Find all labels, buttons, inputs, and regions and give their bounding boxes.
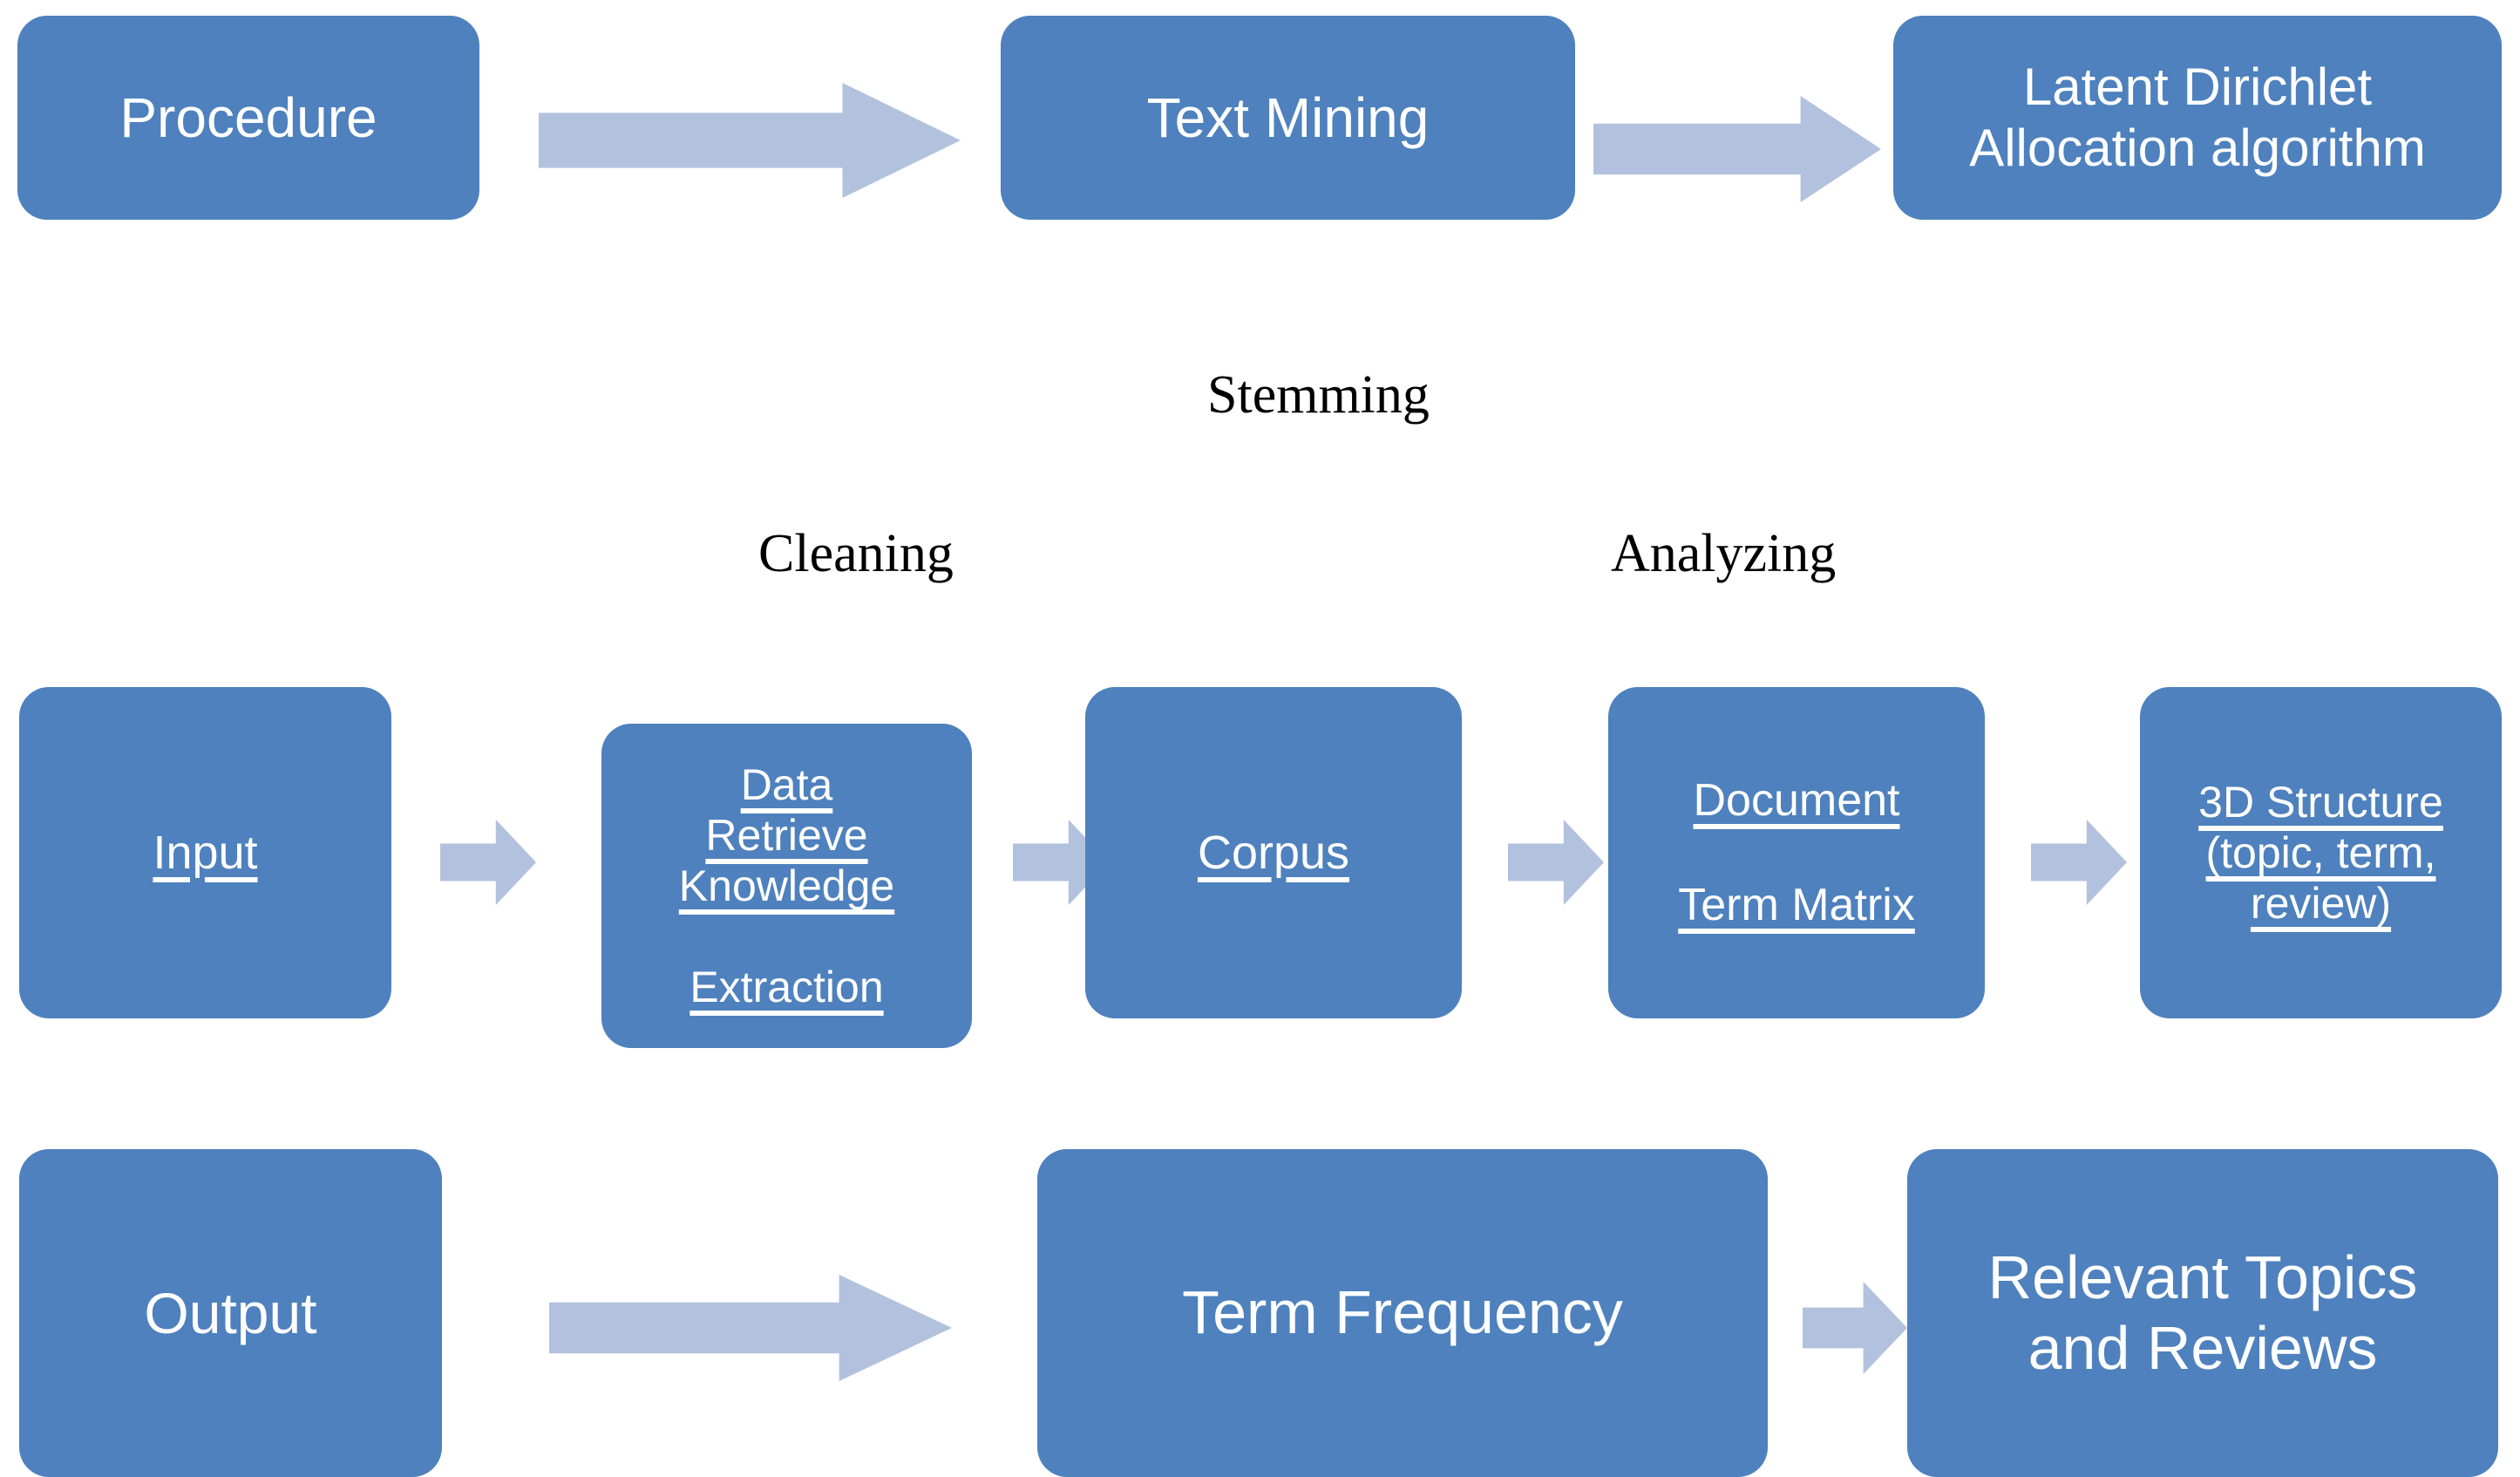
box-input[interactable]: Input bbox=[19, 687, 391, 1018]
caption-analyzing: Analyzing bbox=[1611, 524, 1837, 583]
box-text-mining-label: Text Mining bbox=[1146, 85, 1430, 149]
box-relevant-topics-and-reviews[interactable]: Relevant Topics and Reviews bbox=[1907, 1149, 2498, 1477]
box-document-term-matrix[interactable]: Document Term Matrix bbox=[1608, 687, 1985, 1018]
box-3d-structure-label: 3D Structure (topic, term, review) bbox=[2198, 778, 2443, 928]
box-corpus[interactable]: Corpus bbox=[1085, 687, 1462, 1018]
box-document-term-matrix-label: Document Term Matrix bbox=[1678, 774, 1915, 931]
box-output[interactable]: Output bbox=[19, 1149, 442, 1477]
box-term-frequency[interactable]: Term Frequency bbox=[1037, 1149, 1768, 1477]
box-lda-algorithm-label: Latent Dirichlet Allocation algorithm bbox=[1969, 58, 2426, 177]
box-data-retrieve-knowledge-extraction[interactable]: Data Retrieve Knowledge Extraction bbox=[601, 724, 972, 1048]
arrow-text-mining-to-lda bbox=[1593, 96, 1881, 202]
box-procedure-label: Procedure bbox=[119, 85, 377, 149]
box-output-label: Output bbox=[144, 1280, 317, 1345]
arrow-dtm-to-3d bbox=[2031, 820, 2127, 905]
box-procedure[interactable]: Procedure bbox=[17, 16, 479, 220]
box-lda-algorithm[interactable]: Latent Dirichlet Allocation algorithm bbox=[1893, 16, 2502, 220]
box-relevant-topics-and-reviews-label: Relevant Topics and Reviews bbox=[1987, 1242, 2418, 1382]
box-text-mining[interactable]: Text Mining bbox=[1001, 16, 1575, 220]
box-term-frequency-label: Term Frequency bbox=[1182, 1278, 1623, 1347]
arrow-term-frequency-to-relevant-topics bbox=[1803, 1282, 1907, 1374]
arrow-corpus-to-dtm bbox=[1508, 820, 1604, 905]
caption-cleaning: Cleaning bbox=[758, 524, 954, 583]
box-3d-structure[interactable]: 3D Structure (topic, term, review) bbox=[2140, 687, 2502, 1018]
caption-stemming: Stemming bbox=[1207, 365, 1430, 425]
arrow-procedure-to-text-mining bbox=[539, 83, 961, 198]
box-input-label: Input bbox=[153, 826, 258, 879]
box-data-retrieve-knowledge-extraction-label: Data Retrieve Knowledge Extraction bbox=[678, 760, 895, 1011]
arrow-output-to-term-frequency bbox=[549, 1275, 952, 1381]
arrow-input-to-extraction bbox=[440, 820, 536, 905]
box-corpus-label: Corpus bbox=[1197, 826, 1350, 879]
